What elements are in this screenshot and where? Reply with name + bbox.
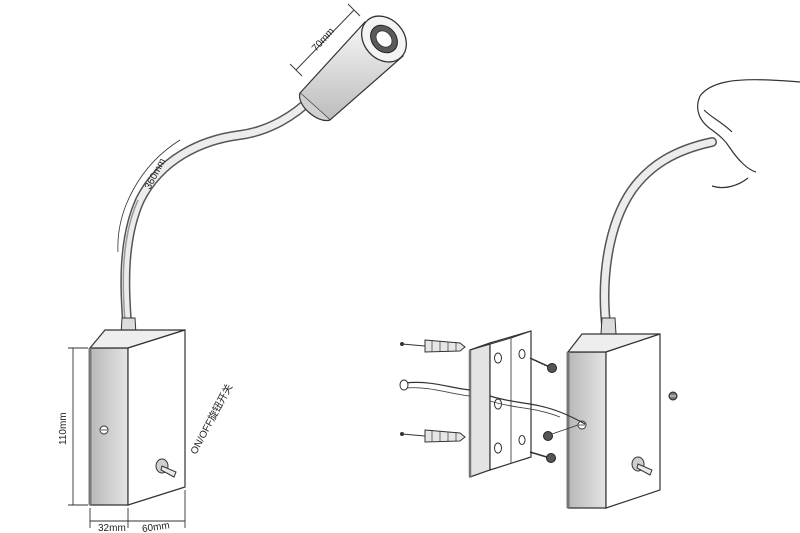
screw-icon — [529, 357, 557, 373]
screw-icon — [99, 425, 109, 435]
toggle-switch-icon — [631, 456, 653, 476]
right-lamp-assembly — [399, 79, 800, 509]
box-depth-label: 32mm — [98, 523, 126, 533]
gooseneck-arm — [120, 93, 317, 338]
box-width-label: 60mm — [141, 520, 170, 533]
bracket-holes — [494, 349, 526, 454]
dimension-box-height: 110mm — [58, 347, 88, 506]
screw-icon — [668, 391, 678, 401]
wall-anchor-icon — [400, 339, 466, 353]
switch-callout: ON/OFF旋钮开关 — [187, 382, 235, 457]
right-gooseneck-arm — [599, 137, 717, 338]
hand-icon — [697, 79, 800, 189]
left-lamp: 70mm 360mm 110mm 32mm 60mm ON/OFF旋钮开关 — [58, 3, 408, 533]
toggle-switch-icon — [155, 458, 177, 478]
screw-icon — [543, 424, 579, 441]
right-wall-box — [566, 333, 678, 509]
left-wall-box — [88, 329, 186, 506]
wall-anchor-icon — [400, 429, 466, 443]
screw-icon — [529, 451, 556, 463]
lamp-head — [299, 15, 408, 122]
box-height-label: 110mm — [58, 412, 69, 445]
power-wire — [399, 379, 586, 425]
head-length-label: 70mm — [310, 26, 337, 54]
switch-label: ON/OFF旋钮开关 — [187, 382, 235, 457]
dimension-box-base: 32mm 60mm — [89, 490, 186, 533]
